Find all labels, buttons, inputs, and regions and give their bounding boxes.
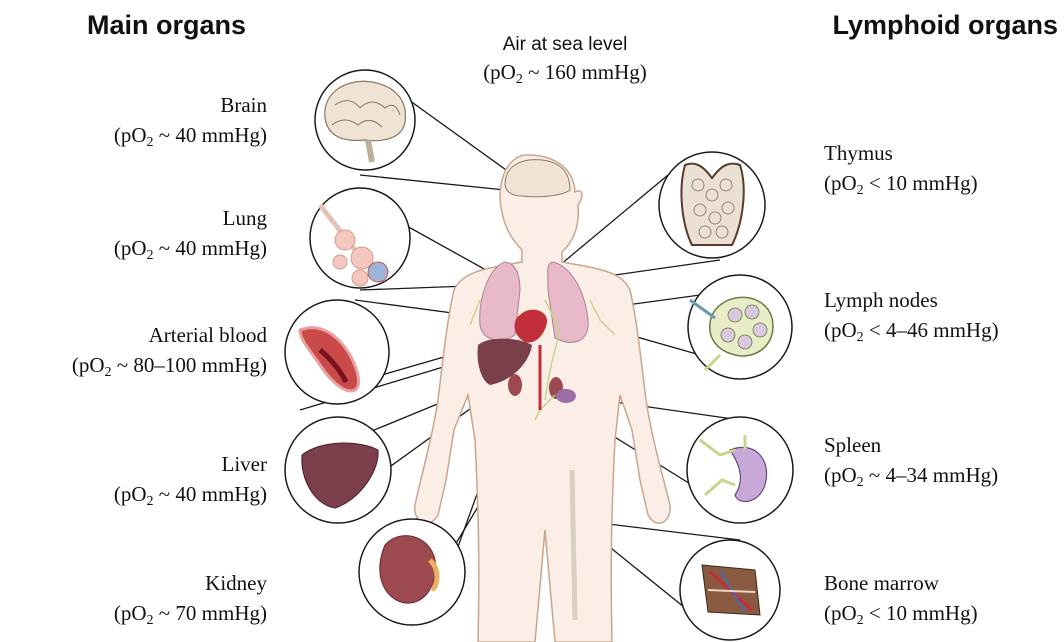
bone-marrow-po2: (pO2 < 10 mmHg)	[824, 598, 978, 628]
kidney-name: Kidney	[114, 568, 267, 598]
kidney-label: Kidney (pO2 ~ 70 mmHg)	[114, 568, 267, 628]
thymus-po2: (pO2 < 10 mmHg)	[824, 168, 978, 198]
spleen-po2: (pO2 ~ 4–34 mmHg)	[824, 460, 998, 490]
lymph-nodes-po2: (pO2 < 4–46 mmHg)	[824, 315, 999, 345]
lung-name: Lung	[114, 203, 267, 233]
bone-marrow-inset-art	[702, 565, 760, 615]
lymph-nodes-label: Lymph nodes (pO2 < 4–46 mmHg)	[824, 285, 999, 345]
arterial-blood-po2: (pO2 ~ 80–100 mmHg)	[72, 350, 267, 380]
thymus-inset-art	[681, 164, 743, 245]
liver-label: Liver (pO2 ~ 40 mmHg)	[114, 449, 267, 509]
spleen-name: Spleen	[824, 430, 998, 460]
brain-po2: (pO2 ~ 40 mmHg)	[114, 120, 267, 150]
thymus-label: Thymus (pO2 < 10 mmHg)	[824, 138, 978, 198]
arterial-blood-name: Arterial blood	[72, 320, 267, 350]
lung-label: Lung (pO2 ~ 40 mmHg)	[114, 203, 267, 263]
thymus-name: Thymus	[824, 138, 978, 168]
liver-name: Liver	[114, 449, 267, 479]
brain-name: Brain	[114, 90, 267, 120]
lymph-nodes-name: Lymph nodes	[824, 285, 999, 315]
liver-po2: (pO2 ~ 40 mmHg)	[114, 479, 267, 509]
bone-marrow-name: Bone marrow	[824, 568, 978, 598]
kidney-po2: (pO2 ~ 70 mmHg)	[114, 598, 267, 628]
spleen-label: Spleen (pO2 ~ 4–34 mmHg)	[824, 430, 998, 490]
brain-label: Brain (pO2 ~ 40 mmHg)	[114, 90, 267, 150]
arterial-blood-label: Arterial blood (pO2 ~ 80–100 mmHg)	[72, 320, 267, 380]
lung-po2: (pO2 ~ 40 mmHg)	[114, 233, 267, 263]
bone-marrow-label: Bone marrow (pO2 < 10 mmHg)	[824, 568, 978, 628]
